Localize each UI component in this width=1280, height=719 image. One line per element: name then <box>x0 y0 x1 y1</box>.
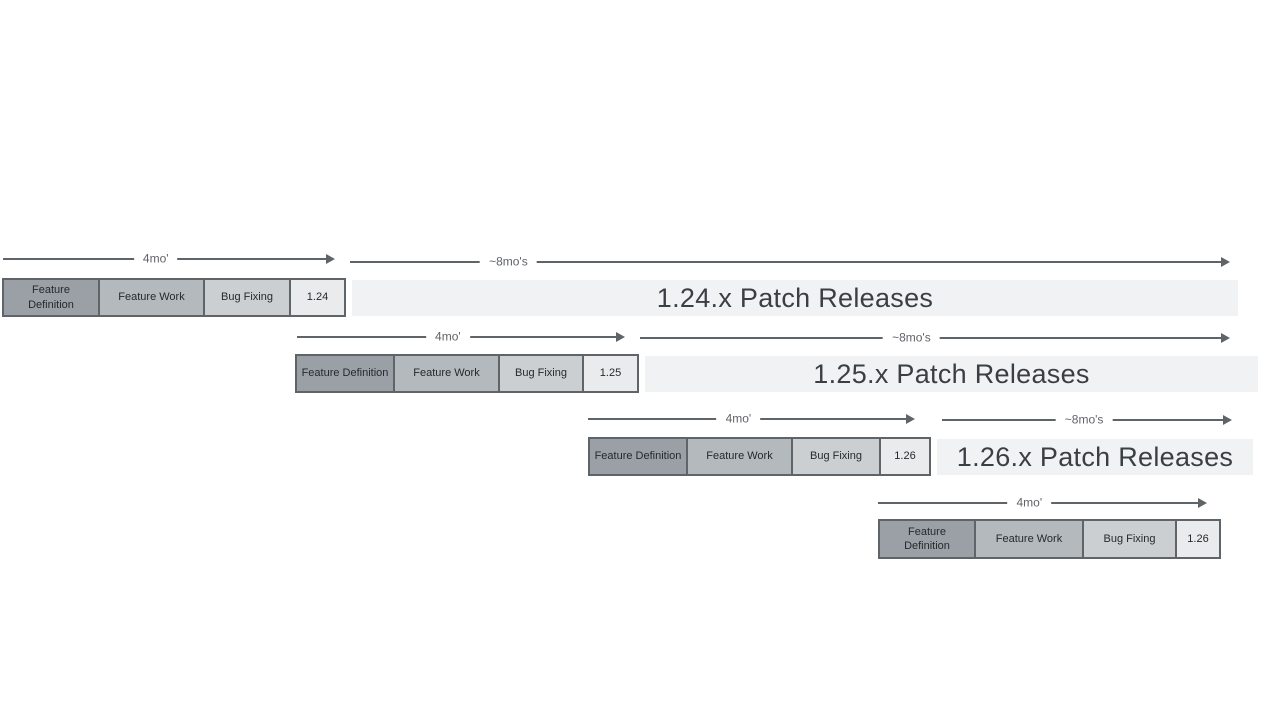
phase-box-feature-definition: Feature Definition <box>588 437 688 476</box>
phase-box-bug-fixing: Bug Fixing <box>203 278 291 317</box>
patch-duration-arrow: ~8mo's <box>640 330 1230 345</box>
patch-duration-label: ~8mo's <box>1055 412 1113 427</box>
phase-box-feature-work: Feature Work <box>974 519 1084 559</box>
phase-box-feature-definition: Feature Definition <box>878 519 976 559</box>
cycle-duration-label: 4mo' <box>426 329 470 344</box>
phase-box-feature-work: Feature Work <box>686 437 793 476</box>
cycle-duration-arrow: 4mo' <box>297 329 625 344</box>
phase-box-feature-work: Feature Work <box>98 278 205 317</box>
cycle-duration-arrow: 4mo' <box>878 495 1207 510</box>
patch-releases-bar: 1.24.x Patch Releases <box>352 280 1238 316</box>
patch-releases-bar: 1.25.x Patch Releases <box>645 356 1258 392</box>
phase-box-feature-definition: Feature Definition <box>295 354 395 393</box>
patch-duration-arrow: ~8mo's <box>350 254 1230 269</box>
phase-box-bug-fixing: Bug Fixing <box>1082 519 1177 559</box>
version-box: 1.24 <box>289 278 346 317</box>
patch-duration-arrow: ~8mo's <box>942 412 1232 427</box>
release-cycle-row: Feature Definition Feature Work Bug Fixi… <box>878 519 1221 559</box>
phase-box-bug-fixing: Bug Fixing <box>498 354 584 393</box>
version-box: 1.26 <box>879 437 931 476</box>
release-cycle-row: Feature Definition Feature Work Bug Fixi… <box>2 278 346 317</box>
cycle-duration-label: 4mo' <box>716 411 761 426</box>
cycle-duration-arrow: 4mo' <box>3 251 335 266</box>
phase-box-bug-fixing: Bug Fixing <box>791 437 881 476</box>
version-box: 1.26 <box>1175 519 1221 559</box>
release-cycle-row: Feature Definition Feature Work Bug Fixi… <box>295 354 639 393</box>
phase-box-feature-work: Feature Work <box>393 354 500 393</box>
cycle-duration-arrow: 4mo' <box>588 411 915 426</box>
release-cycle-row: Feature Definition Feature Work Bug Fixi… <box>588 437 931 476</box>
patch-duration-label: ~8mo's <box>883 330 940 345</box>
cycle-duration-label: 4mo' <box>1007 495 1052 510</box>
patch-duration-label: ~8mo's <box>480 254 537 269</box>
cycle-duration-label: 4mo' <box>133 251 178 266</box>
phase-box-feature-definition: Feature Definition <box>2 278 100 317</box>
version-box: 1.25 <box>582 354 639 393</box>
patch-releases-bar: 1.26.x Patch Releases <box>937 439 1253 475</box>
